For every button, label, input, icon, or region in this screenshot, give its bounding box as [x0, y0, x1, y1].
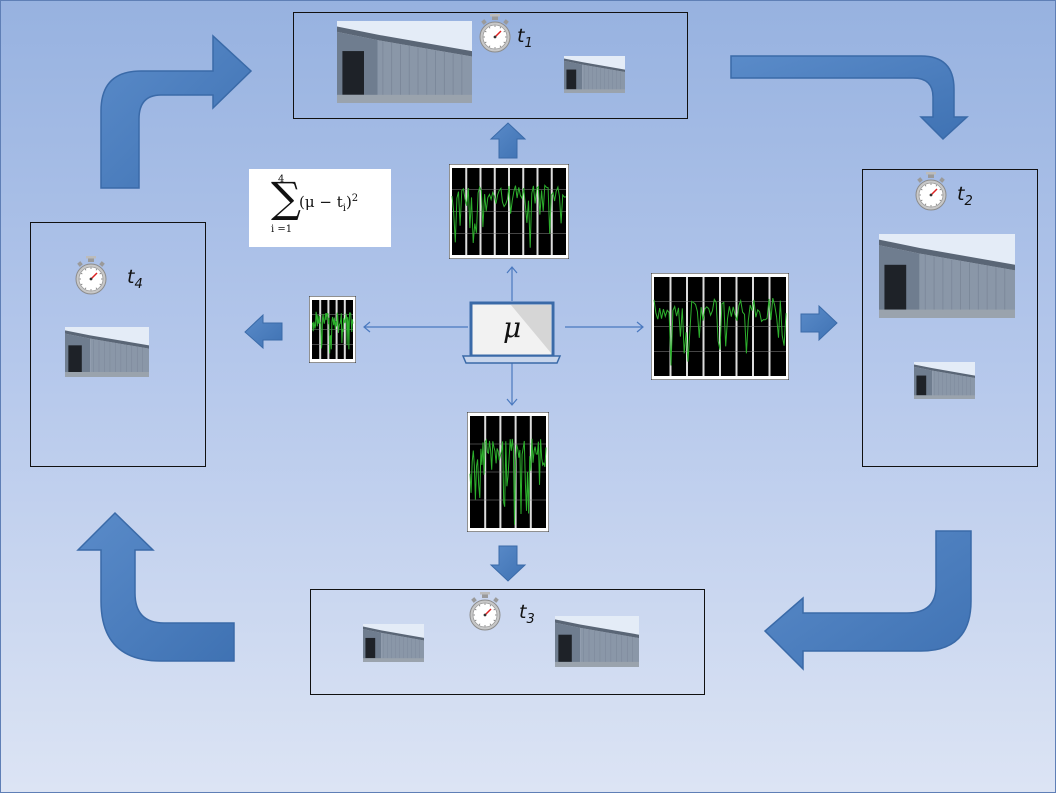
- small-arrow-right: [800, 304, 838, 342]
- time-box-t1: [293, 12, 688, 119]
- signal-chart-top: [449, 164, 569, 259]
- label-t3: t3: [519, 601, 535, 627]
- time-box-t4: [30, 222, 206, 467]
- signal-chart-left: [309, 296, 356, 363]
- sum-upper-limit: 4: [278, 174, 285, 185]
- small-arrow-left: [244, 313, 283, 350]
- stopwatch-icon: [468, 591, 502, 633]
- signal-graphic: [449, 164, 569, 259]
- warehouse-graphic: [555, 616, 639, 667]
- warehouse-photo-t2-large: [879, 234, 1015, 318]
- warehouse-photo-t4: [65, 327, 149, 377]
- signal-graphic: [651, 273, 789, 380]
- label-t1: t1: [517, 25, 533, 51]
- stopwatch-graphic: [915, 172, 947, 211]
- time-box-t2: [862, 169, 1038, 467]
- small-arrow-up: [489, 122, 527, 159]
- laptop-icon: [461, 301, 562, 364]
- warehouse-graphic: [363, 624, 424, 662]
- curved-arrow-bottom-left: [76, 511, 235, 662]
- warehouse-photo-t2-small: [914, 362, 975, 399]
- signal-graphic: [309, 296, 356, 363]
- stopwatch-graphic: [469, 592, 501, 631]
- label-t2: t2: [957, 183, 973, 209]
- warehouse-photo-t1-small: [564, 56, 625, 93]
- stopwatch-icon: [914, 171, 948, 213]
- time-box-t3: [310, 589, 705, 695]
- signal-chart-right: [651, 273, 789, 380]
- warehouse-graphic: [914, 362, 975, 399]
- curved-arrow-top-right: [730, 55, 969, 141]
- formula-body: (μ − ti)2: [299, 193, 359, 214]
- variance-formula: 4 ∑ i =1 (μ − ti)2: [249, 169, 391, 247]
- sum-symbol: ∑: [271, 173, 301, 222]
- sum-lower-limit: i =1: [271, 224, 293, 235]
- label-t4: t4: [127, 266, 143, 292]
- warehouse-graphic: [337, 21, 472, 103]
- stopwatch-icon: [74, 255, 108, 297]
- stopwatch-icon: [478, 13, 512, 55]
- warehouse-photo-t3-right: [555, 616, 639, 667]
- mean-symbol: μ: [503, 311, 522, 344]
- curved-arrow-bottom-right: [763, 530, 972, 671]
- warehouse-graphic: [65, 327, 149, 377]
- warehouse-photo-t3-left: [363, 624, 424, 662]
- curved-arrow-top-left: [100, 34, 253, 189]
- stopwatch-graphic: [75, 256, 107, 295]
- signal-graphic: [467, 412, 549, 532]
- small-arrow-down: [489, 545, 527, 582]
- warehouse-photo-t1-large: [337, 21, 472, 103]
- stopwatch-graphic: [479, 14, 511, 53]
- connector-lines: [363, 266, 644, 406]
- signal-chart-bottom: [467, 412, 549, 532]
- warehouse-graphic: [564, 56, 625, 93]
- warehouse-graphic: [879, 234, 1015, 318]
